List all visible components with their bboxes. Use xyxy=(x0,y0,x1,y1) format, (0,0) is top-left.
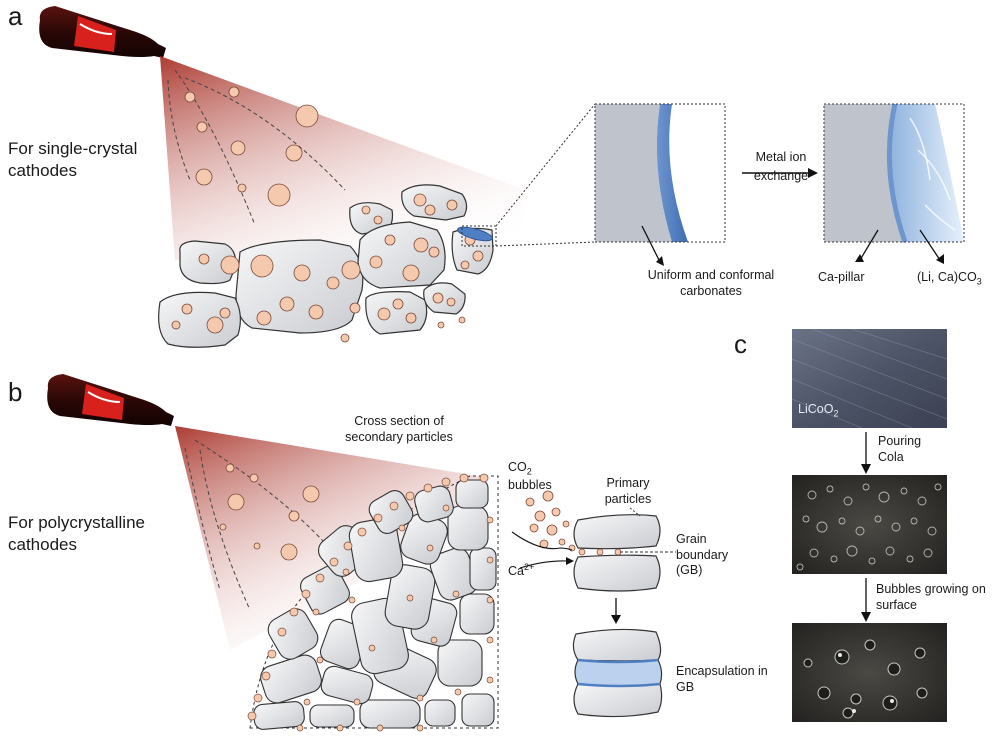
bubbles-text: bubbles xyxy=(508,477,552,492)
li-ca-carbonate-label: (Li, Ca)CO3 xyxy=(917,270,982,288)
cola-bottle-b xyxy=(47,374,175,426)
panel-letter-c: c xyxy=(734,329,747,359)
carbonate-dots-a xyxy=(171,193,484,343)
cola-bottle-a xyxy=(39,6,167,58)
gb-grains-before xyxy=(573,514,661,592)
spray-bubbles-b xyxy=(219,463,320,561)
gb-grains-encapsulated xyxy=(572,628,663,718)
bubbles-growing-label: Bubbles growing on surface xyxy=(876,582,986,612)
grain-boundary-dots xyxy=(247,473,494,732)
panel-letter-a: a xyxy=(8,1,23,31)
encapsulation-label: Encapsulation in GB xyxy=(676,664,768,694)
grain-boundary-label: Grain boundary (GB) xyxy=(676,532,729,578)
li-ca-carbonate-text: (Li, Ca)CO xyxy=(917,270,977,284)
li-ca-carbonate-subscript: 3 xyxy=(976,276,982,287)
co2-bubbles xyxy=(525,490,576,552)
spray-bubbles-a xyxy=(184,86,319,207)
co2-subscript: 2 xyxy=(526,466,532,477)
cross-section-label: Cross section of secondary particles xyxy=(345,414,453,444)
zoom-highlight xyxy=(457,226,493,242)
primary-grains xyxy=(253,479,497,730)
ca-superscript: 2+ xyxy=(523,562,535,572)
co2-text: CO xyxy=(508,460,527,474)
photo-licoo2 xyxy=(792,329,947,428)
metal-ion-exchange-label: Metal ion exchange xyxy=(753,150,809,184)
zoom-box-carbonate xyxy=(594,103,726,243)
ca-text: Ca xyxy=(508,564,524,579)
ca2-label: Ca2+ xyxy=(508,562,534,580)
licoo2-label: LiCoO2 xyxy=(798,402,838,420)
primary-particles-label: Primary particles xyxy=(604,476,652,506)
ca-pillar-label: Ca-pillar xyxy=(818,270,865,284)
panel-letter-b: b xyxy=(8,377,23,407)
panel-a-title: For single-crystal cathodes xyxy=(8,139,138,181)
co2-bubbles-label: CO2 bubbles xyxy=(508,460,552,493)
pouring-cola-label: Pouring Cola xyxy=(878,434,922,464)
gb-nuclei xyxy=(578,548,622,556)
carbonates-label: Uniform and conformal carbonates xyxy=(647,268,775,298)
photo-bubbles-growing xyxy=(792,623,947,722)
panel-b-title: For polycrystalline cathodes xyxy=(8,513,145,555)
zoom-box-exchanged xyxy=(823,103,965,243)
photo-cola-poured xyxy=(792,475,947,574)
licoo2-subscript: 2 xyxy=(833,408,839,419)
licoo2-text: LiCoO xyxy=(798,402,834,416)
